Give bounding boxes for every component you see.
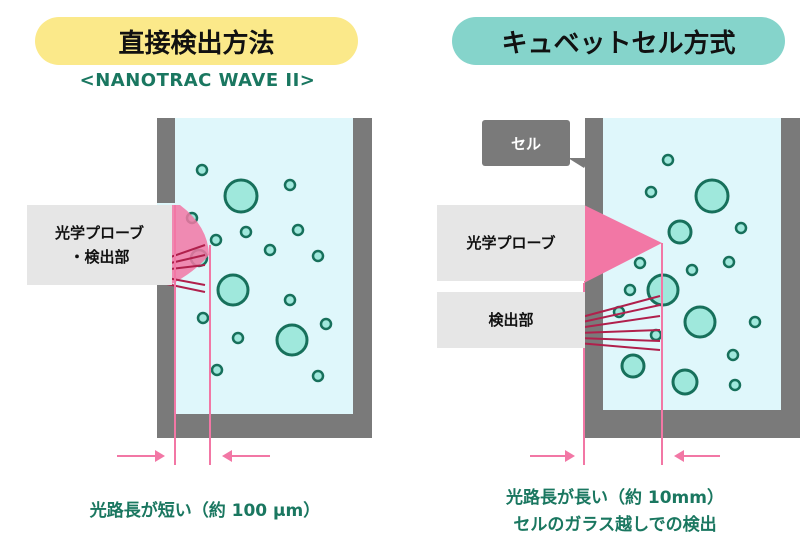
particle	[283, 293, 297, 307]
left-path-arrows	[117, 450, 270, 462]
particle	[661, 153, 675, 167]
right-probe-shape	[584, 205, 662, 283]
direct-method-title: 直接検出方法	[35, 17, 358, 65]
particle	[216, 273, 250, 307]
cell-label: セル	[482, 120, 570, 166]
right-probe-label: 光学プローブ	[437, 205, 585, 281]
cell-tag-pointer	[568, 158, 590, 168]
particle	[633, 256, 647, 270]
product-subtitle: <NANOTRAC WAVE II>	[79, 70, 316, 91]
particle	[726, 348, 740, 362]
left-particles	[185, 163, 333, 383]
particle	[623, 283, 637, 297]
particle	[195, 163, 209, 177]
particle	[291, 223, 305, 237]
particle	[223, 178, 259, 214]
particle	[210, 363, 224, 377]
left-caption: 光路長が短い（約 100 μm）	[89, 501, 321, 521]
particle	[694, 178, 730, 214]
cuvette-method-title: キュベットセル方式	[452, 17, 785, 65]
particle	[728, 378, 742, 392]
particle	[311, 249, 325, 263]
particle	[620, 353, 646, 379]
left-probe-label-line2: ・検出部	[69, 248, 130, 266]
left-probe-detector-label: 光学プローブ ・検出部	[27, 205, 172, 285]
particle	[649, 328, 663, 342]
particle	[748, 315, 762, 329]
particle	[283, 178, 297, 192]
particle	[209, 233, 223, 247]
particle	[734, 221, 748, 235]
particle	[722, 255, 736, 269]
particle	[685, 263, 699, 277]
particle	[683, 305, 717, 339]
right-beam-lines	[577, 295, 661, 351]
particle	[275, 323, 309, 357]
right-caption-line1: 光路長が長い（約 10mm）	[505, 488, 724, 508]
particle	[319, 317, 333, 331]
left-probe-label-line1: 光学プローブ	[54, 224, 145, 242]
right-detector-label: 検出部	[437, 292, 585, 348]
right-path-arrows	[530, 450, 720, 462]
particle	[239, 225, 253, 239]
particle	[667, 219, 693, 245]
particle	[231, 331, 245, 345]
particle	[644, 185, 658, 199]
particle	[263, 243, 277, 257]
particle	[671, 368, 699, 396]
right-caption: 光路長が長い（約 10mm） セルのガラス越しでの検出	[430, 485, 800, 539]
right-caption-line2: セルのガラス越しでの検出	[513, 515, 717, 535]
particle	[196, 311, 210, 325]
particle	[311, 369, 325, 383]
